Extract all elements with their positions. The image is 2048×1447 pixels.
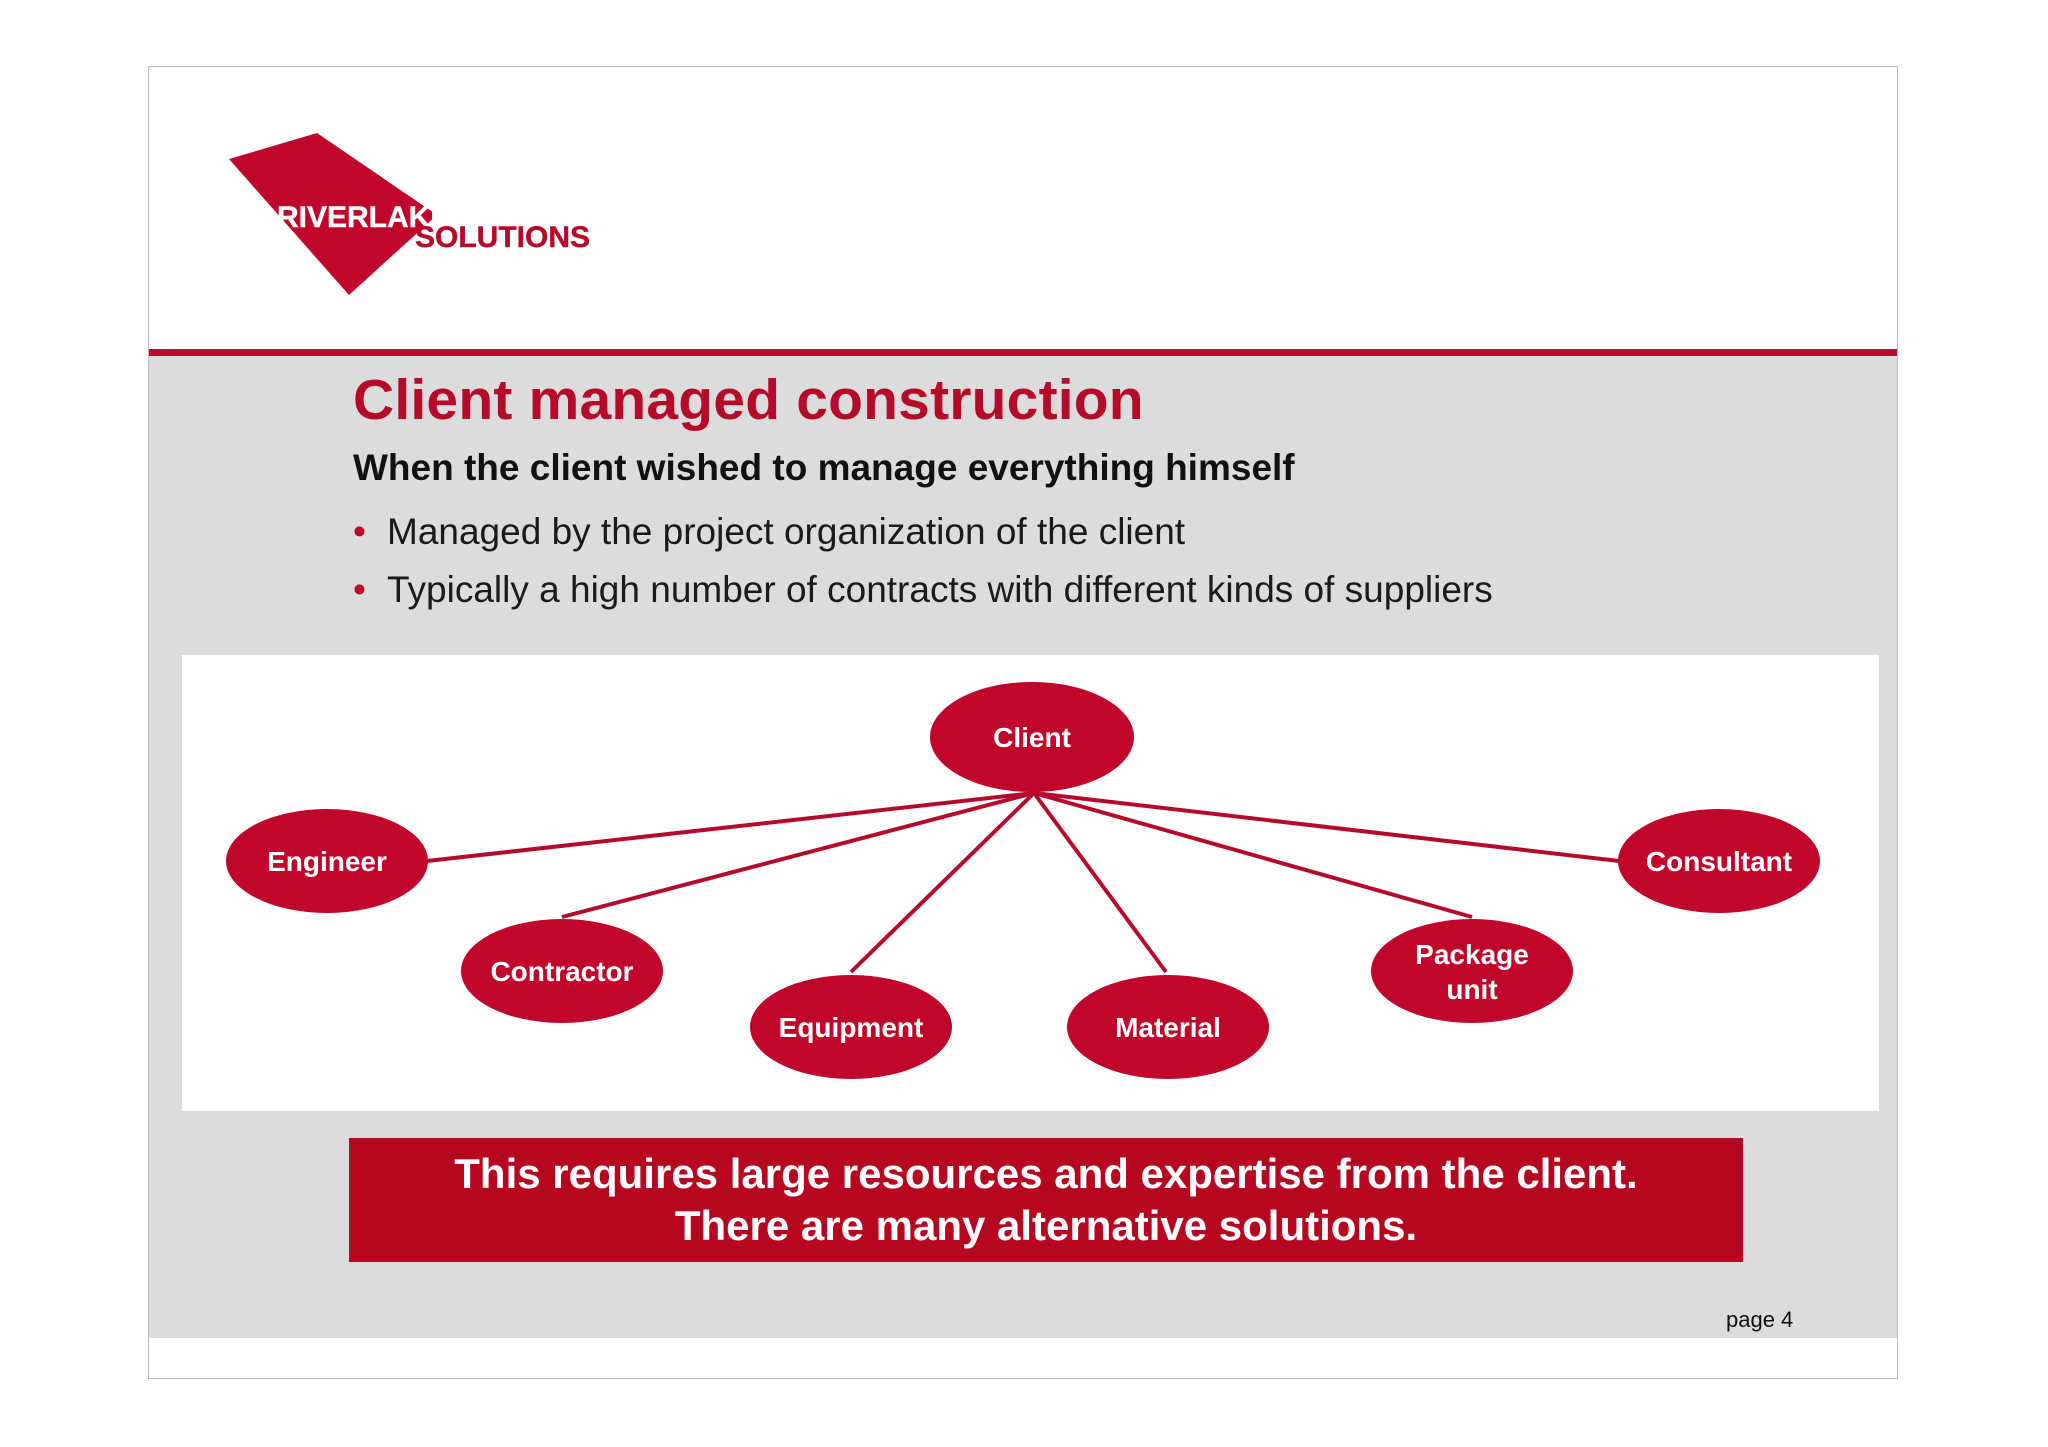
node-engineer: Engineer bbox=[226, 809, 428, 913]
org-diagram: Client Engineer Contractor Equipment Mat… bbox=[182, 655, 1879, 1111]
banner-line-1: This requires large resources and expert… bbox=[454, 1150, 1638, 1197]
node-contractor-label: Contractor bbox=[490, 956, 633, 987]
org-diagram-svg: Client Engineer Contractor Equipment Mat… bbox=[226, 682, 1820, 1079]
bullet-dot-icon: • bbox=[353, 511, 366, 552]
node-equipment-label: Equipment bbox=[779, 1012, 924, 1043]
slide-title: Client managed construction bbox=[353, 368, 1144, 432]
node-material-label: Material bbox=[1115, 1012, 1221, 1043]
node-client-label: Client bbox=[993, 722, 1071, 753]
page-number: page 4 bbox=[1726, 1307, 1794, 1332]
node-consultant-label: Consultant bbox=[1646, 846, 1792, 877]
node-equipment: Equipment bbox=[750, 975, 952, 1079]
connector-material bbox=[1032, 791, 1168, 974]
node-contractor: Contractor bbox=[461, 919, 663, 1023]
node-consultant: Consultant bbox=[1618, 809, 1820, 913]
company-logo: RIVERLAKE SOLUTIONS bbox=[229, 133, 599, 303]
logo-text-line1: RIVERLAKE bbox=[277, 201, 450, 234]
header-divider bbox=[149, 349, 1897, 356]
connector-equipment bbox=[849, 791, 1036, 974]
node-package-unit-label: Package unit bbox=[1415, 939, 1529, 1005]
connector-consultant bbox=[1033, 791, 1620, 863]
connectors bbox=[426, 791, 1620, 974]
logo-text-line2: SOLUTIONS bbox=[415, 221, 590, 254]
bullet-item: • Typically a high number of contracts wi… bbox=[353, 561, 1493, 619]
node-package-unit: Package unit bbox=[1371, 919, 1573, 1023]
slide: RIVERLAKE SOLUTIONS Client managed const… bbox=[148, 66, 1898, 1379]
connector-contractor bbox=[561, 791, 1035, 919]
connector-engineer bbox=[426, 791, 1035, 863]
node-material: Material bbox=[1067, 975, 1269, 1079]
node-package-unit-label-line: Package bbox=[1415, 939, 1529, 970]
node-engineer-label: Engineer bbox=[267, 846, 387, 877]
banner-line-2: There are many alternative solutions. bbox=[674, 1202, 1418, 1249]
slide-subtitle: When the client wished to manage everyth… bbox=[353, 447, 1295, 488]
bullet-text: Managed by the project organization of t… bbox=[387, 511, 1186, 552]
node-package-unit-label-line: unit bbox=[1446, 974, 1497, 1005]
connector-package-unit bbox=[1033, 791, 1473, 919]
bullet-dot-icon: • bbox=[353, 569, 366, 610]
bullet-text: Typically a high number of contracts wit… bbox=[387, 569, 1493, 610]
bullet-item: • Managed by the project organization of … bbox=[353, 503, 1493, 561]
node-client: Client bbox=[930, 682, 1134, 792]
conclusion-banner: This requires large resources and expert… bbox=[349, 1138, 1743, 1262]
bullet-list: • Managed by the project organization of … bbox=[353, 503, 1493, 619]
